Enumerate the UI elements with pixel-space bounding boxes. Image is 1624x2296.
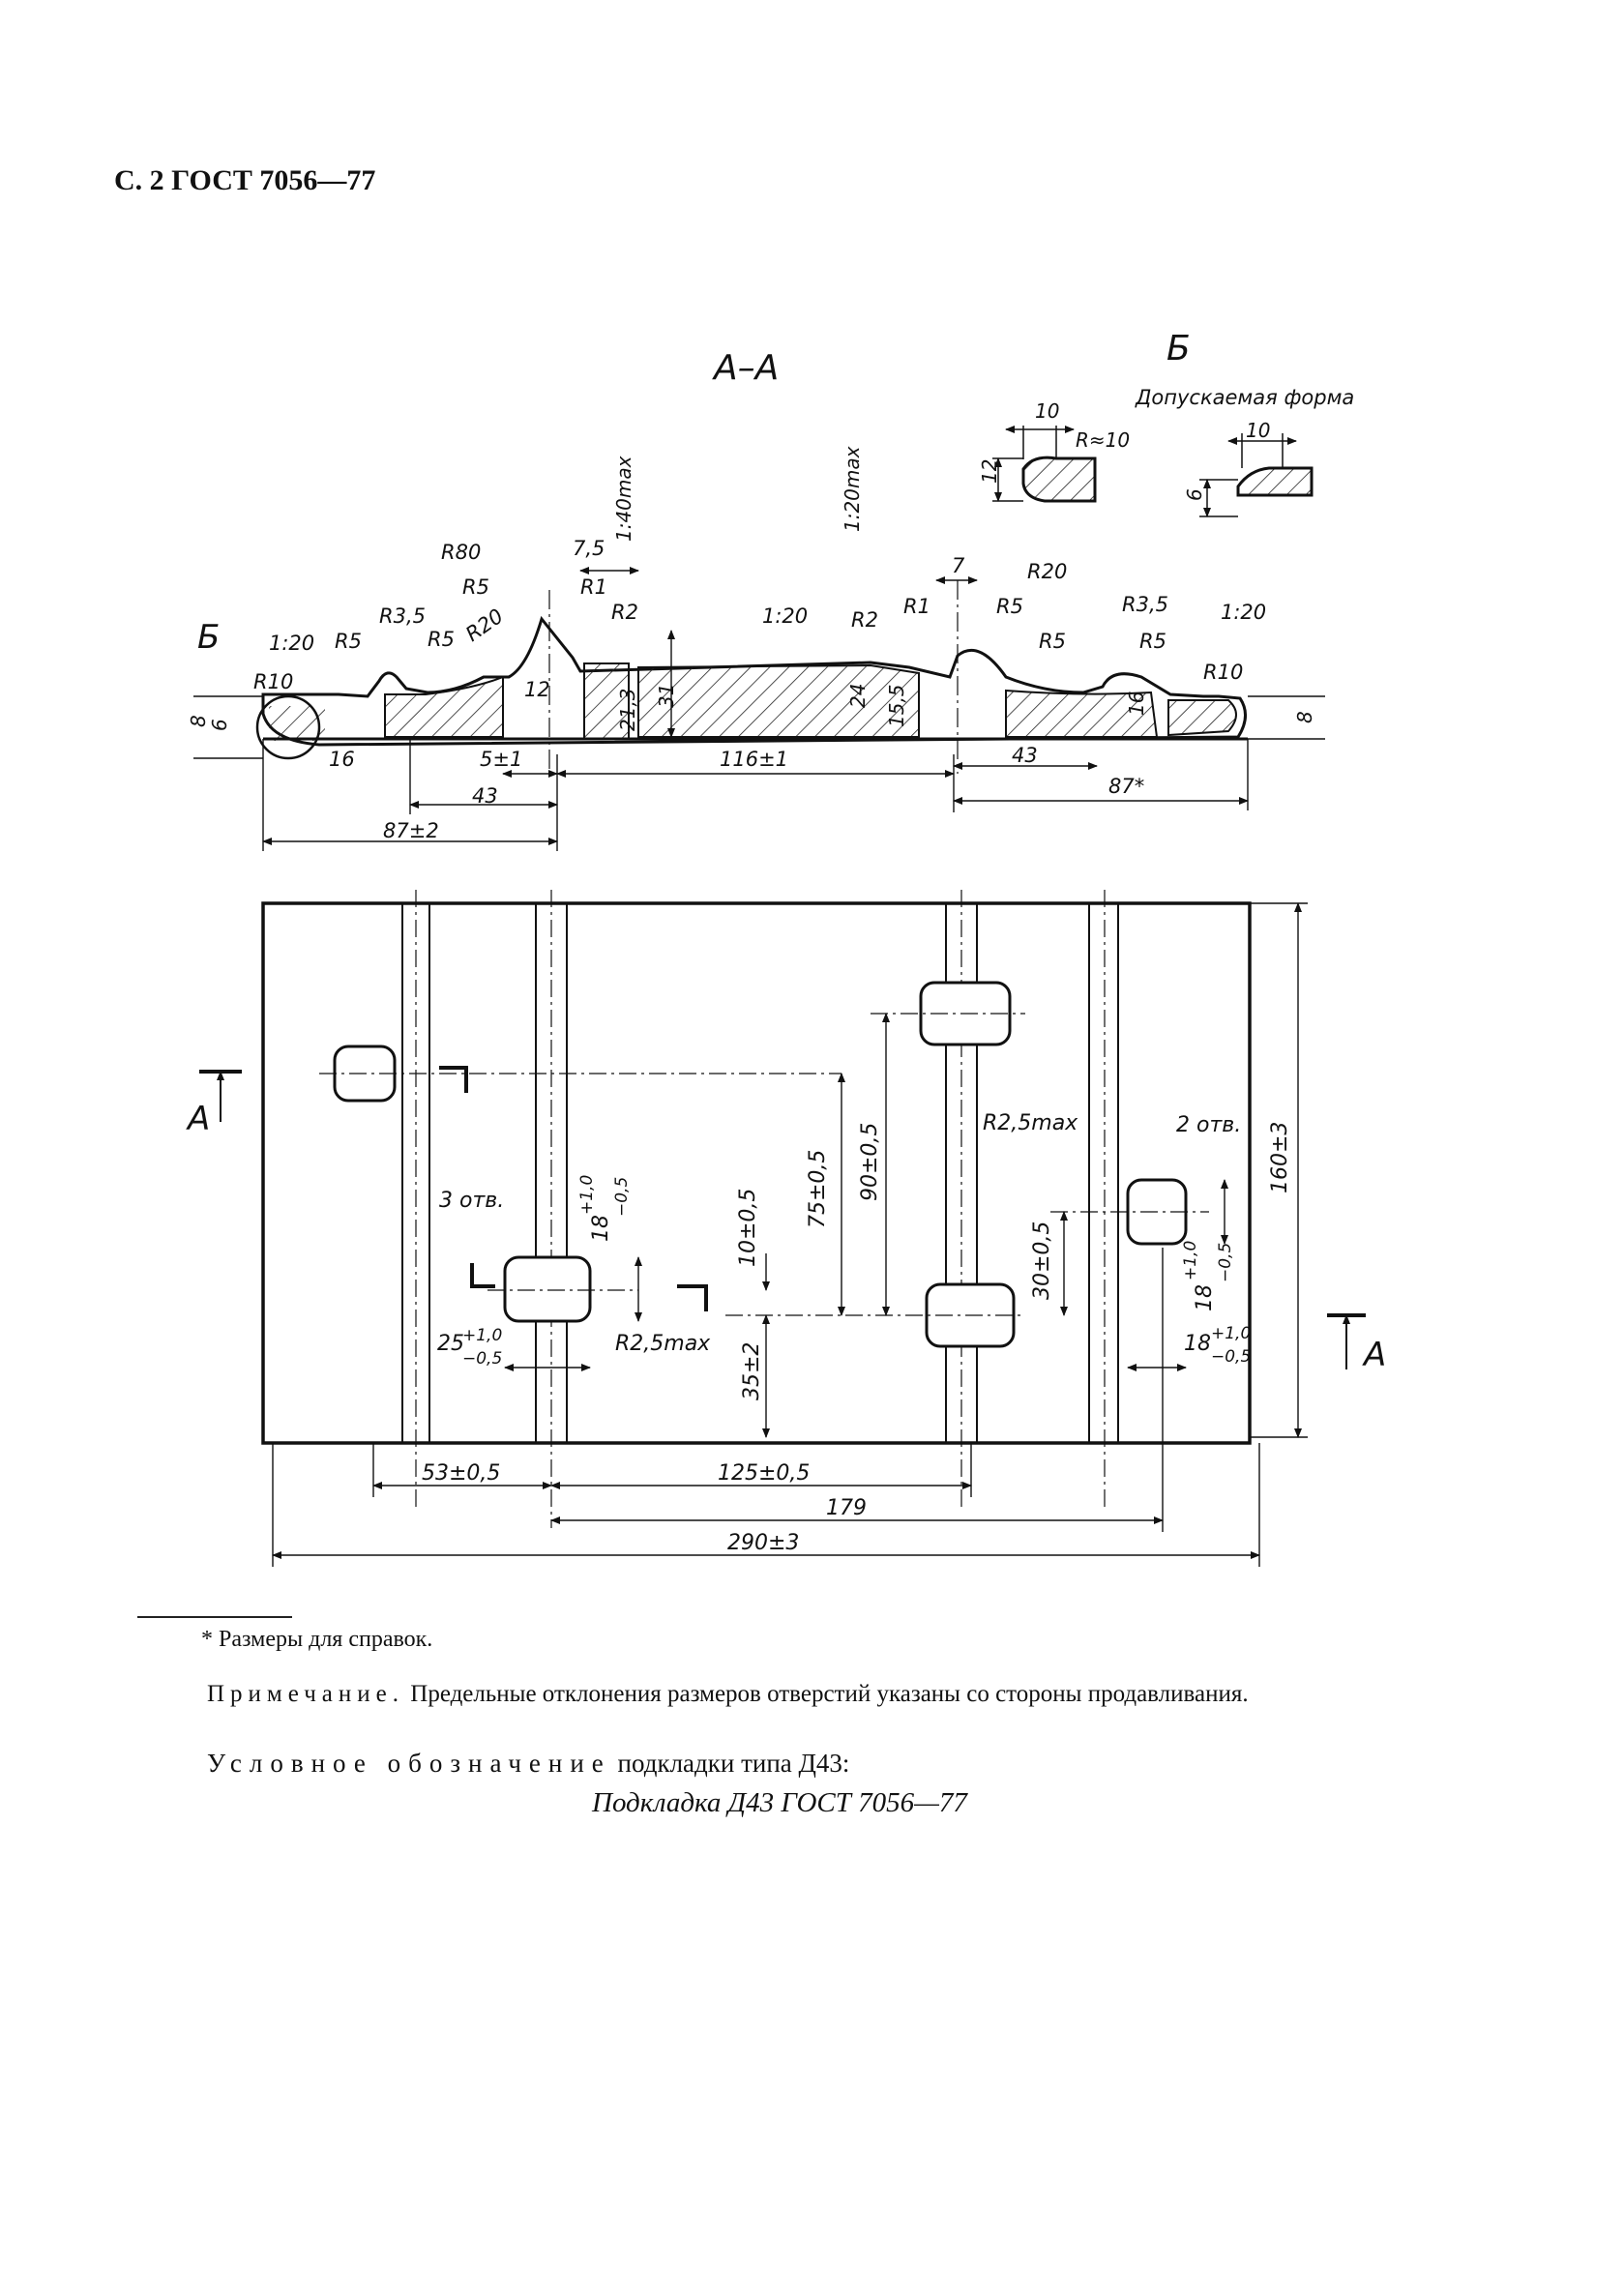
section-dim-lines <box>193 567 1325 851</box>
tol-18-a-dn: −0,5 <box>612 1177 632 1217</box>
r3-5-a: R3,5 <box>379 604 426 628</box>
section-annotations: 1:40max 1:20max R80 7,5 R5 R1 R20 R2 R3,… <box>187 446 1316 842</box>
page-header: С. 2 ГОСТ 7056—77 <box>114 164 376 196</box>
section-title: А–А <box>712 348 779 388</box>
dim-16-right: 16 <box>1125 692 1148 716</box>
r5-e: R5 <box>1039 630 1066 653</box>
note-text: Предельные отклонения размеров отверстий… <box>404 1681 1249 1707</box>
note-label: Примечание. <box>207 1681 405 1707</box>
dim-7: 7 <box>952 554 965 577</box>
dim-6-left: 6 <box>208 719 231 731</box>
dim-24: 24 <box>846 684 870 708</box>
r2-5max-top: R2,5max <box>983 1111 1078 1135</box>
slope-120: 1:20max <box>841 446 864 532</box>
dim-35: 35±2 <box>740 1342 764 1400</box>
slope-1-20-mid: 1:20 <box>762 604 808 628</box>
allowed-form-label: Допускаемая форма <box>1135 386 1354 409</box>
a-left: А <box>186 1100 210 1138</box>
tol-18-a-up: +1,0 <box>577 1175 597 1215</box>
detail-dim-12: 12 <box>978 459 1001 484</box>
dim-21-3: 21,3 <box>616 688 639 731</box>
dim-87-right: 87* <box>1108 775 1144 798</box>
dim-7-5: 7,5 <box>573 537 605 560</box>
dim-31: 31 <box>655 684 678 708</box>
plan-annotations: А А 3 отв. 2 отв. R2,5max R2,5max 18 +1,… <box>186 1100 1386 1555</box>
r3-5-b: R3,5 <box>1122 593 1168 616</box>
tol-18-b-up: +1,0 <box>1181 1241 1200 1280</box>
slope-140: 1:40max <box>612 456 635 542</box>
dim-30: 30±0,5 <box>1030 1222 1054 1300</box>
a-right: А <box>1362 1336 1386 1374</box>
r20-b: R20 <box>1027 560 1067 583</box>
plan-dim-lines <box>272 902 1308 1567</box>
dim-5: 5±1 <box>480 748 522 771</box>
tol-18-c-up: +1,0 <box>1211 1324 1251 1343</box>
plan-view <box>199 890 1366 1528</box>
r80: R80 <box>441 541 481 564</box>
dim-116: 116±1 <box>720 748 788 771</box>
dim-87-left: 87±2 <box>383 819 439 842</box>
designation-text: подкладки типа Д43: <box>610 1749 850 1778</box>
slope-1-20-right: 1:20 <box>1221 601 1266 624</box>
dim-18-a: 18 <box>589 1215 613 1242</box>
dim-18-b: 18 <box>1193 1284 1217 1311</box>
dim-8-right: 8 <box>1293 711 1316 723</box>
r5-f: R5 <box>1139 630 1166 653</box>
detail-title: Б <box>1166 329 1191 368</box>
detail-b: Б Допускаемая форма 10 R≈10 12 10 6 <box>978 329 1354 517</box>
detail-dim-r10: R≈10 <box>1076 428 1130 452</box>
r10-a: R10 <box>253 670 293 693</box>
section-profile <box>255 580 1248 774</box>
dim-125: 125±0,5 <box>718 1461 810 1486</box>
r1-b: R1 <box>903 595 930 618</box>
dim-25: 25 <box>437 1332 464 1356</box>
dim-12-center: 12 <box>524 678 550 701</box>
dim-15-5: 15,5 <box>885 684 908 727</box>
r1-a: R1 <box>580 575 607 599</box>
dim-16-left: 16 <box>329 748 355 771</box>
dim-75: 75±0,5 <box>806 1150 830 1228</box>
tol-18-b-dn: −0,5 <box>1216 1243 1235 1282</box>
r2-5max-bot: R2,5max <box>615 1332 711 1356</box>
tol-25-up: +1,0 <box>462 1326 502 1345</box>
b-mark: Б <box>197 618 220 657</box>
r10-b: R10 <box>1203 661 1243 684</box>
r2-a: R2 <box>611 601 638 624</box>
footnote-rule <box>137 1616 292 1618</box>
footnote: * Размеры для справок. <box>201 1627 433 1652</box>
detail-dim-6: 6 <box>1183 488 1206 501</box>
dim-90: 90±0,5 <box>858 1123 882 1201</box>
holes-2: 2 отв. <box>1176 1113 1241 1137</box>
tol-18-c-dn: −0,5 <box>1211 1347 1251 1367</box>
dim-160: 160±3 <box>1268 1122 1292 1193</box>
designation-label: Условное обозначение <box>207 1749 611 1778</box>
dim-10: 10±0,5 <box>736 1189 760 1267</box>
dim-179: 179 <box>826 1496 867 1520</box>
dim-18-c: 18 <box>1184 1332 1211 1356</box>
dim-43-right: 43 <box>1012 744 1038 767</box>
tol-25-dn: −0,5 <box>462 1349 502 1369</box>
r5-d: R5 <box>996 595 1023 618</box>
r5-a: R5 <box>462 575 489 599</box>
detail-dim-10b: 10 <box>1246 419 1270 442</box>
dim-290: 290±3 <box>727 1531 799 1555</box>
note: Примечание. Предельные отклонения размер… <box>207 1681 1249 1708</box>
r20-a: R20 <box>461 604 508 646</box>
designation-example: Подкладка Д43 ГОСТ 7056—77 <box>592 1787 967 1818</box>
dim-53: 53±0,5 <box>422 1461 500 1486</box>
slope-1-20-left: 1:20 <box>269 632 314 655</box>
r5-c: R5 <box>335 630 362 653</box>
detail-dim-10: 10 <box>1035 399 1059 423</box>
holes-3: 3 отв. <box>439 1189 504 1213</box>
dim-8-left: 8 <box>187 715 210 727</box>
r5-b: R5 <box>428 628 455 651</box>
designation: Условное обозначение подкладки типа Д43: <box>207 1749 849 1779</box>
r2-b: R2 <box>851 608 878 632</box>
